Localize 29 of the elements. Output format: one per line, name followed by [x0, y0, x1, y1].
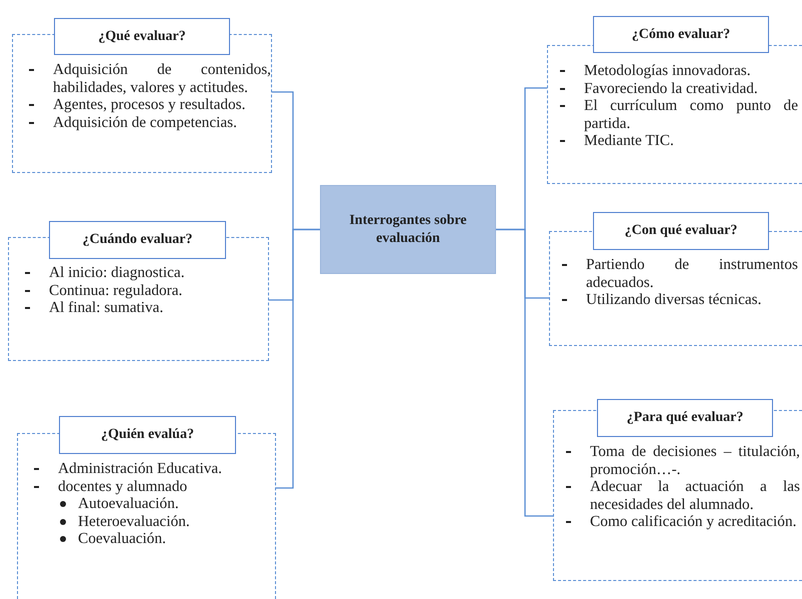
connector-line [276, 228, 320, 489]
panel-heading: ¿Qué evaluar? [54, 18, 230, 55]
list-item: Al final: sumativa. [49, 299, 164, 316]
list-item: Heteroevaluación. [78, 512, 190, 530]
panel-heading: ¿Cuándo evaluar? [49, 221, 226, 259]
list-item: Autoevaluación. [78, 495, 179, 512]
list-item: Al inicio: diagnostica. [49, 264, 185, 281]
list-item: Toma de decisiones – titulación, promoción…-. [590, 443, 800, 478]
list-item: Agentes, procesos y resultados. [53, 96, 246, 113]
connector-line [496, 228, 553, 517]
list-item: Metodologías innovadoras. [584, 62, 751, 79]
panel-heading: ¿Quién evalúa? [59, 416, 236, 454]
list-item: El currículum como punto de partida. [584, 97, 798, 132]
list-item: Adquisición de contenidos, habilidades, valores y actitudes. [53, 61, 271, 96]
panel-heading: ¿Con qué evaluar? [593, 212, 769, 250]
panel-heading: ¿Para qué evaluar? [597, 399, 773, 437]
list-item: Como calificación y acreditación. [590, 513, 796, 530]
list-item: Coevaluación. [78, 530, 166, 547]
list-item: Favoreciendo la creatividad. [584, 80, 758, 96]
list-item: Continua: reguladora. [49, 282, 182, 298]
list-item: Adquisición de competencias. [53, 114, 237, 130]
list-item: Administración Educativa. [58, 460, 222, 477]
panel-heading: ¿Cómo evaluar? [593, 16, 769, 53]
list-item: Adecuar la actuación a las necesidades del alumnado. [590, 478, 800, 512]
list-item: Mediante TIC. [584, 132, 674, 149]
list-item: Partiendo de instrumentos adecuados. [586, 256, 798, 290]
list-item: docentes y alumnado [58, 478, 188, 494]
list-item: Utilizando diversas técnicas. [586, 291, 762, 308]
topic-box: Interrogantes sobre evaluación [320, 185, 496, 274]
